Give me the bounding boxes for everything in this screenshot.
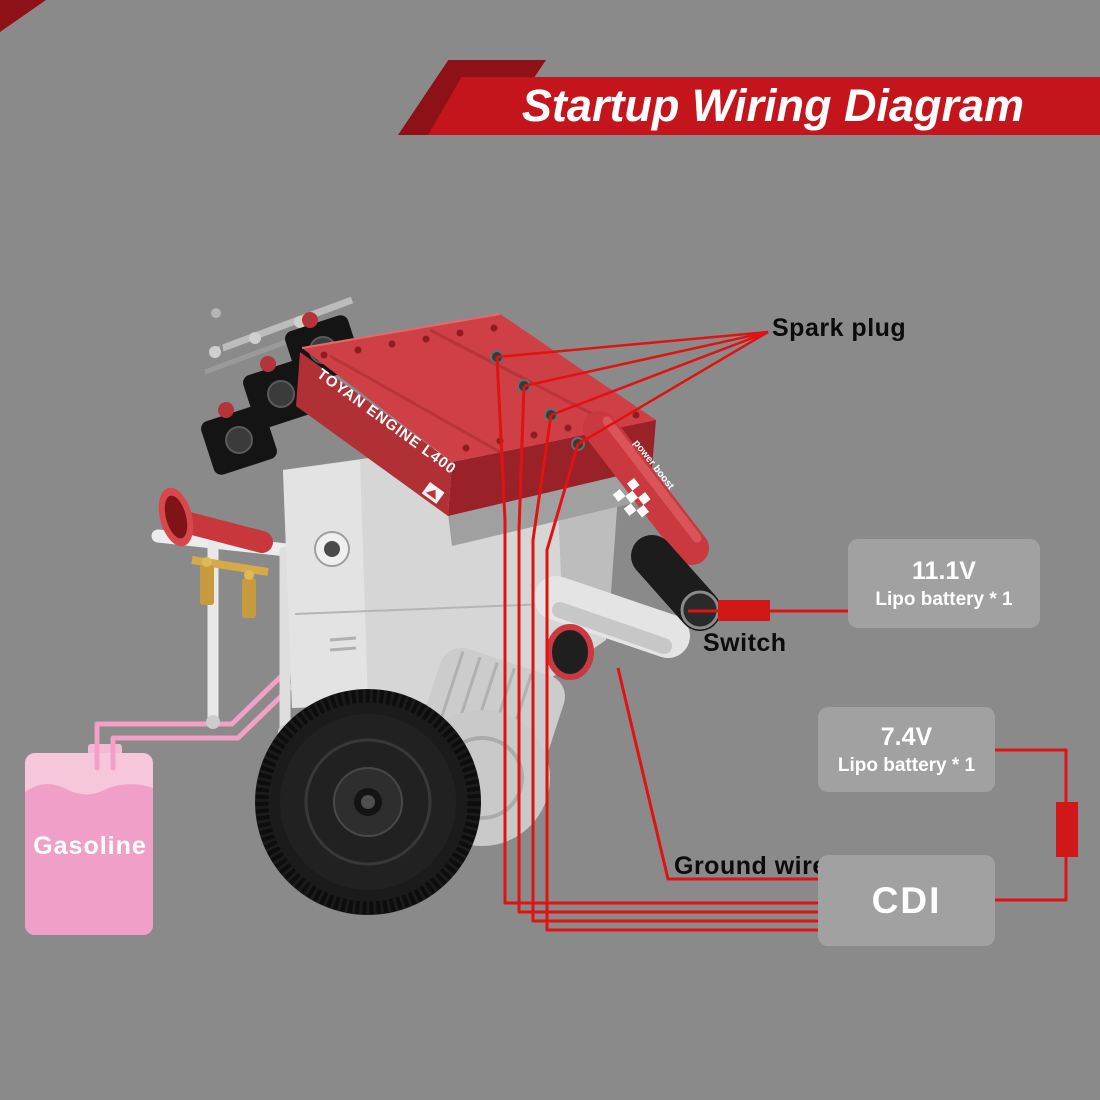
gasoline-tank bbox=[25, 744, 153, 935]
switch-connector bbox=[718, 600, 770, 621]
battery-11v-box: 11.1V Lipo battery * 1 bbox=[848, 539, 1040, 628]
gasoline-label: Gasoline bbox=[33, 832, 147, 860]
battery-wire-connector bbox=[1056, 802, 1078, 857]
switch-label: Switch bbox=[703, 629, 787, 657]
battery-11v-label: Lipo battery * 1 bbox=[875, 588, 1013, 610]
decal-logo bbox=[421, 482, 445, 504]
brass-fittings bbox=[191, 556, 269, 618]
spark-plug-label: Spark plug bbox=[772, 314, 907, 342]
checker-decal bbox=[612, 478, 651, 518]
spark-plug-pointer-lines bbox=[496, 330, 769, 446]
battery-11v-voltage: 11.1V bbox=[912, 556, 976, 585]
battery-7v-box: 7.4V Lipo battery * 1 bbox=[818, 707, 995, 792]
ground-wire-label: Ground wire bbox=[674, 852, 827, 880]
cdi-box: CDI bbox=[818, 855, 995, 946]
engine-illustration: TOYAN ENGINE L400 power boost bbox=[151, 296, 721, 915]
fuel-lines bbox=[94, 655, 309, 771]
intake-horn bbox=[158, 487, 273, 553]
page-title: Startup Wiring Diagram bbox=[521, 80, 1025, 131]
wiring bbox=[495, 330, 1068, 932]
flywheel-wheel bbox=[255, 689, 481, 915]
battery-7v-voltage: 7.4V bbox=[880, 722, 933, 751]
battery-7v-label: Lipo battery * 1 bbox=[837, 754, 976, 776]
title-banner: Startup Wiring Diagram bbox=[428, 77, 1100, 135]
spark-plug-wires bbox=[495, 356, 818, 932]
ground-wire-line bbox=[616, 667, 818, 881]
cdi-label: CDI bbox=[871, 879, 942, 921]
